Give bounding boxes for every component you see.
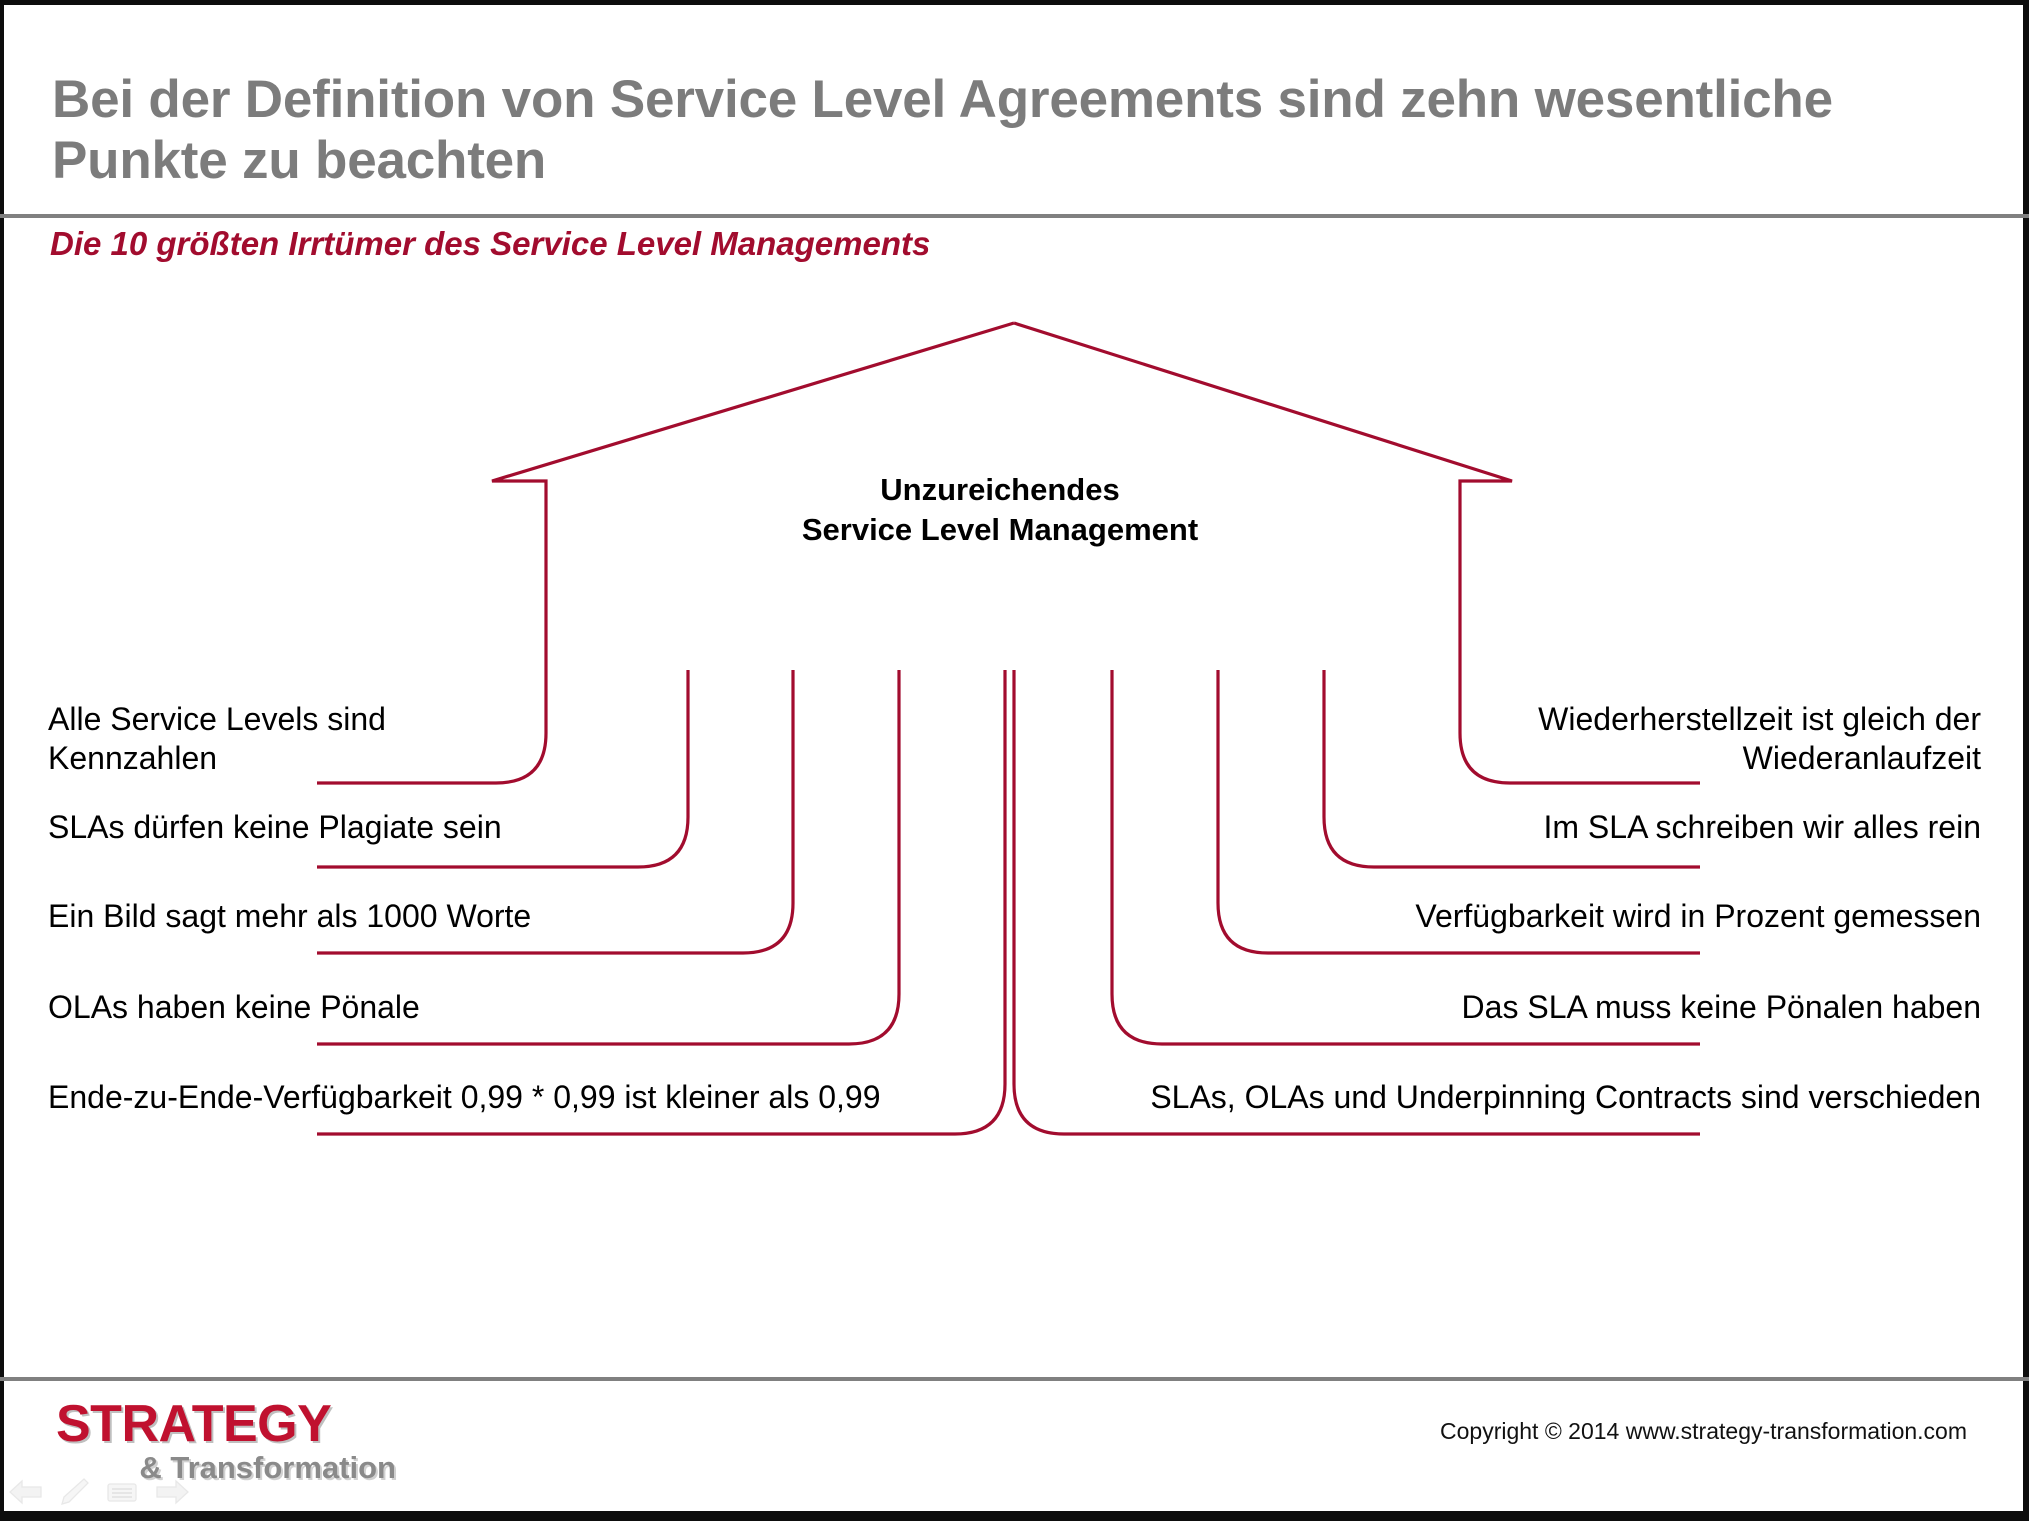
left-item-1: Alle Service Levels sind Kennzahlen	[48, 701, 386, 777]
brand-logo: STRATEGY & Transformation	[56, 1398, 476, 1483]
forward-arrow-icon[interactable]	[154, 1477, 190, 1507]
logo-secondary-text: & Transformation	[139, 1450, 396, 1485]
pencil-icon[interactable]	[58, 1477, 90, 1507]
slide-edge-right	[2023, 0, 2029, 1521]
left-item-4: OLAs haben keine Pönale	[48, 989, 420, 1025]
slide-edge-left	[0, 0, 4, 1521]
right-item-5: SLAs, OLAs und Underpinning Contracts si…	[1150, 1079, 1981, 1115]
menu-icon[interactable]	[104, 1477, 140, 1507]
center-label-line-1: Unzureichendes	[880, 472, 1120, 507]
right-item-3: Verfügbarkeit wird in Prozent gemessen	[1415, 898, 1981, 934]
left-item-3: Ein Bild sagt mehr als 1000 Worte	[48, 898, 532, 934]
center-label-line-2: Service Level Management	[801, 511, 1199, 547]
diagram-center-label: Unzureichendes Service Level Management	[760, 470, 1240, 549]
title-divider	[0, 214, 2029, 218]
copyright-text: Copyright © 2014 www.strategy-transforma…	[1440, 1418, 1967, 1444]
page-subtitle: Die 10 größten Irrtümer des Service Leve…	[50, 225, 931, 262]
right-item-4: Das SLA muss keine Pönalen haben	[1461, 989, 1981, 1025]
right-item-1: Wiederherstellzeit ist gleich der Wieder…	[1538, 701, 1981, 777]
presentation-nav-bar[interactable]	[8, 1477, 190, 1507]
page-title: Bei der Definition von Service Level Agr…	[52, 70, 1833, 190]
back-arrow-icon[interactable]	[8, 1477, 44, 1507]
left-item-5: Ende-zu-Ende-Verfügbarkeit 0,99 * 0,99 i…	[48, 1079, 881, 1115]
right-item-2: Im SLA schreiben wir alles rein	[1543, 809, 1981, 845]
slide-edge-bottom	[0, 1511, 2029, 1521]
footer-divider	[0, 1377, 2029, 1381]
left-item-2: SLAs dürfen keine Plagiate sein	[48, 809, 502, 845]
slide-edge-top	[0, 0, 2029, 5]
logo-primary-text: STRATEGY	[56, 1395, 332, 1453]
